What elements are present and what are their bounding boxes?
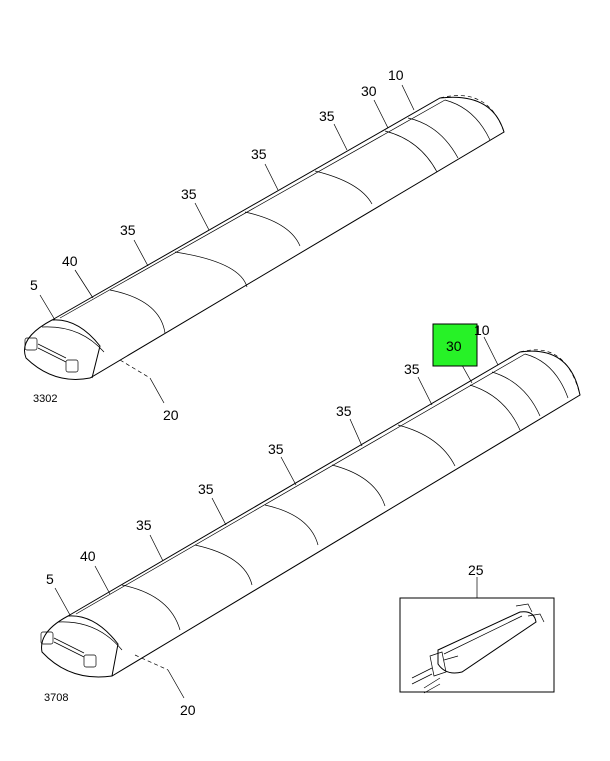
detail-inset-25: 25 <box>399 562 555 694</box>
callout-30-highlighted: 30 <box>446 338 462 354</box>
callout-5: 5 <box>30 277 38 293</box>
callout-35: 35 <box>251 146 267 162</box>
callout-35: 35 <box>268 441 284 457</box>
callout-25: 25 <box>468 562 484 578</box>
lower-light-bar-assembly: 5 40 35 35 35 35 35 30 10 20 3708 <box>40 322 581 718</box>
callout-20: 20 <box>163 407 179 423</box>
callout-35: 35 <box>404 361 420 377</box>
figure-id: 3708 <box>44 692 68 704</box>
callout-10: 10 <box>474 322 490 338</box>
callout-10: 10 <box>388 67 404 83</box>
callout-35: 35 <box>136 517 152 533</box>
callout-40: 40 <box>80 548 96 564</box>
callout-40: 40 <box>62 253 78 269</box>
callout-30: 30 <box>361 83 377 99</box>
callout-35: 35 <box>181 186 197 202</box>
callout-5: 5 <box>46 571 54 587</box>
highlight-box <box>432 323 478 367</box>
callout-35: 35 <box>319 108 335 124</box>
callout-35: 35 <box>120 222 136 238</box>
callout-20: 20 <box>180 702 196 718</box>
callout-35: 35 <box>336 403 352 419</box>
upper-light-bar-assembly: 5 40 35 35 35 35 30 10 20 3302 <box>24 67 505 423</box>
callout-35: 35 <box>198 481 214 497</box>
figure-id: 3302 <box>33 393 57 405</box>
